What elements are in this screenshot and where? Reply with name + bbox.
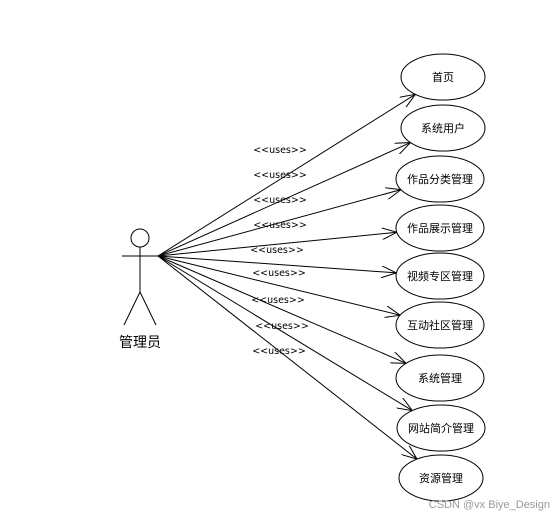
use-case-label: 系统管理 [418, 371, 462, 385]
uses-label: <<uses>> [253, 195, 307, 206]
use-cases: 首页系统用户作品分类管理作品展示管理视频专区管理互动社区管理系统管理网站简介管理… [395, 53, 486, 502]
use-case: 网站简介管理 [396, 404, 486, 452]
watermark-text: CSDN @vx Biye_Design [428, 499, 550, 511]
association-line [157, 255, 396, 273]
use-case: 作品展示管理 [395, 204, 485, 252]
use-case-label: 作品展示管理 [407, 221, 473, 235]
use-case-label: 作品分类管理 [407, 172, 473, 186]
use-case: 互动社区管理 [395, 301, 485, 349]
uses-label: <<uses>> [253, 170, 307, 181]
use-case-ellipse [396, 404, 486, 452]
use-case-label: 系统用户 [421, 121, 465, 135]
association-line [157, 255, 406, 363]
use-case-ellipse [395, 204, 485, 252]
uses-label: <<uses>> [253, 220, 307, 231]
uses-label: <<uses>> [251, 295, 305, 306]
use-case-label: 资源管理 [419, 471, 463, 485]
association-line [157, 255, 412, 411]
use-case: 视频专区管理 [395, 252, 485, 300]
use-case-label: 视频专区管理 [407, 269, 473, 283]
actor-right-leg [139, 291, 157, 326]
use-case: 系统管理 [395, 354, 485, 402]
uses-label: <<uses>> [250, 245, 304, 256]
use-case-ellipse [395, 252, 485, 300]
association-line [157, 94, 415, 257]
uses-label: <<uses>> [252, 268, 306, 279]
use-case-label: 首页 [432, 70, 454, 84]
use-case: 作品分类管理 [395, 155, 485, 203]
uses-label: <<uses>> [252, 346, 306, 357]
use-case-label: 网站简介管理 [408, 421, 474, 435]
actor-label: 管理员 [119, 335, 161, 351]
use-case-ellipse [400, 104, 486, 152]
associations: <<uses>> <<uses>> <<uses>> <<uses>> <<uses>>… [157, 94, 417, 459]
actor-figure: 管理员 [119, 228, 161, 351]
use-case-label: 互动社区管理 [407, 318, 473, 332]
association-line [157, 255, 400, 315]
use-case: 首页 [400, 53, 486, 101]
use-case: 系统用户 [400, 104, 486, 152]
use-case-ellipse [395, 354, 485, 402]
association-line [157, 232, 397, 257]
use-case: 资源管理 [398, 454, 484, 502]
actor-left-leg [123, 291, 141, 326]
uses-label: <<uses>> [253, 145, 307, 156]
actor-head [130, 228, 150, 248]
use-case-ellipse [395, 301, 485, 349]
association-line [157, 255, 417, 459]
association-line [157, 143, 411, 257]
uses-label: <<uses>> [255, 321, 309, 332]
use-case-ellipse [395, 155, 485, 203]
use-case-ellipse [400, 53, 486, 101]
use-case-ellipse [398, 454, 484, 502]
association-line [157, 190, 401, 257]
